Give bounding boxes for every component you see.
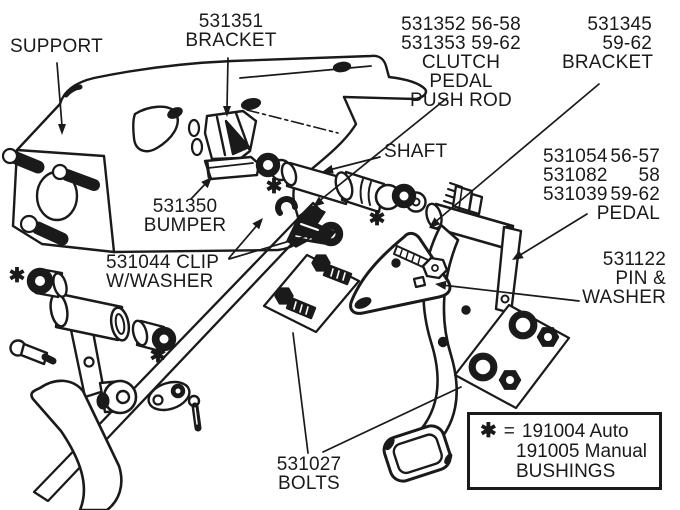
part-number-row: 531352 56-58 bbox=[401, 14, 521, 35]
bushing-asterisk-marker: ✱ bbox=[8, 265, 26, 287]
part-number: 531027 bbox=[276, 454, 342, 475]
part-number-row: 531039 59-62 bbox=[543, 185, 660, 204]
bushing-asterisk-marker: ✱ bbox=[368, 208, 386, 230]
part-number: 531044 CLIP bbox=[106, 252, 220, 273]
part-number: 531122 bbox=[602, 249, 666, 270]
bracket-531351-drawing bbox=[203, 109, 258, 161]
part-name: PUSH ROD bbox=[410, 90, 512, 111]
part-name: W/WASHER bbox=[106, 271, 214, 292]
equals-sign: = bbox=[503, 421, 515, 442]
part-name: BRACKET bbox=[185, 30, 277, 51]
label-bumper-531350: 531350 BUMPER bbox=[139, 197, 231, 235]
leader-lines bbox=[56, 57, 600, 454]
label-bracket-531351: 531351 BRACKET bbox=[183, 12, 279, 50]
label-clip-531044: 531044 CLIP W/WASHER bbox=[106, 253, 219, 291]
support-drawing bbox=[1, 54, 428, 254]
bracket-531345-drawing bbox=[349, 231, 452, 315]
part-number: 531082 bbox=[543, 165, 608, 186]
part-name: PIN & bbox=[615, 268, 666, 289]
asterisk-symbol: ✱ bbox=[480, 420, 497, 442]
bell-crank-drawing bbox=[30, 292, 138, 510]
label-bracket-531345: 531345 59-62 BRACKET bbox=[562, 14, 654, 73]
legend-row: ✱ = 191004 Auto bbox=[480, 421, 655, 442]
part-years: 56-57 bbox=[610, 146, 660, 167]
part-name: BOLTS bbox=[278, 473, 340, 494]
leader-arrowheads bbox=[58, 106, 524, 290]
part-number: 531350 bbox=[152, 196, 218, 217]
part-number: 531351 bbox=[198, 11, 264, 32]
part-number: 531054 bbox=[543, 146, 608, 167]
part-name: BRACKET bbox=[562, 52, 654, 73]
part-name: CLUTCH PEDAL bbox=[421, 52, 501, 92]
washers-nuts-group-drawing bbox=[453, 303, 571, 410]
label-support: SUPPORT bbox=[10, 36, 103, 57]
bushing-asterisk-marker: ✱ bbox=[265, 176, 283, 198]
part-number: 531039 bbox=[543, 184, 608, 205]
bushings-legend-box: ✱ = 191004 Auto 191005 Manual BUSHINGS bbox=[467, 412, 662, 490]
shaft-drawing bbox=[280, 161, 427, 214]
label-pedal: 531054 56-57 531082 58 531039 59-62 PEDA… bbox=[543, 147, 660, 223]
part-years: 59-62 bbox=[610, 184, 660, 205]
legend-name: BUSHINGS bbox=[516, 461, 616, 482]
label-clutch-pedal-push-rod: 531352 56-58 531353 59-62 CLUTCH PEDAL P… bbox=[394, 15, 528, 110]
part-name: WASHER bbox=[582, 287, 666, 308]
part-number-row: 531054 56-57 bbox=[543, 147, 660, 166]
label-bolts-531027: 531027 BOLTS bbox=[269, 455, 349, 493]
legend-manual-part: 191005 Manual bbox=[516, 441, 647, 462]
part-name: PEDAL bbox=[596, 203, 660, 224]
part-number-row: 531353 59-62 bbox=[401, 33, 521, 54]
bumper-531350-drawing bbox=[203, 155, 261, 181]
label-pin-washer-531122: 531122 PIN & WASHER bbox=[580, 250, 666, 307]
legend-auto-part: 191004 Auto bbox=[521, 421, 629, 442]
bolts-group-drawing bbox=[262, 253, 361, 334]
part-name: BUMPER bbox=[143, 215, 227, 236]
label-shaft: SHAFT bbox=[384, 141, 448, 162]
clip-washer-hardware-drawing bbox=[275, 196, 344, 248]
part-years: 58 bbox=[638, 165, 660, 186]
part-years: 59-62 bbox=[602, 33, 652, 54]
part-number-row: 531082 58 bbox=[543, 166, 660, 185]
part-number: 531345 bbox=[587, 14, 652, 35]
bushing-asterisk-marker: ✱ bbox=[149, 345, 167, 367]
bushings-lower-left-drawing bbox=[9, 267, 202, 432]
